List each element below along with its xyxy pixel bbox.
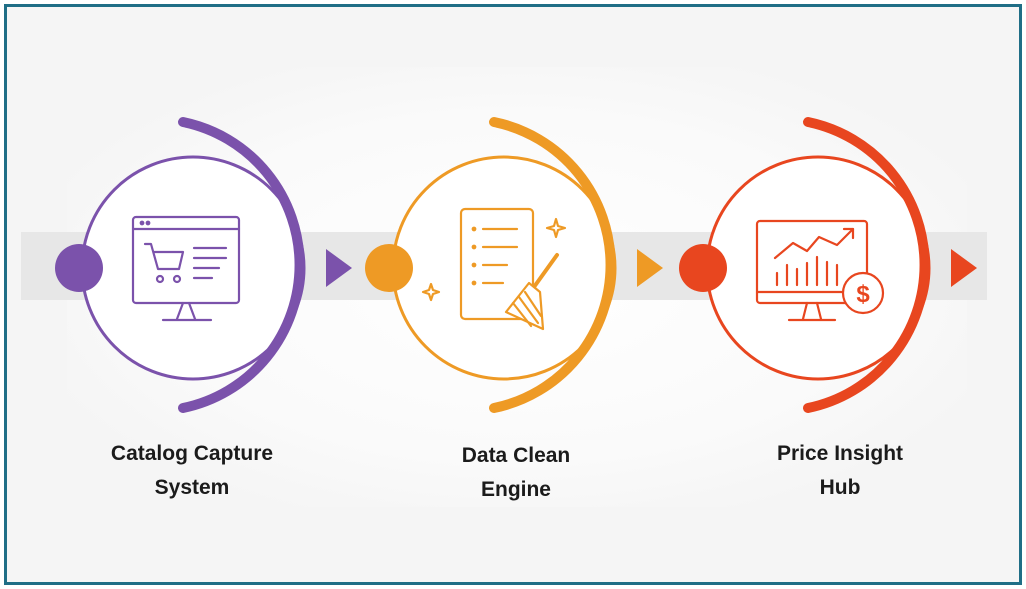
step-3-arrow-tip: [951, 249, 977, 287]
step-1-title-line1: Catalog Capture: [110, 442, 274, 465]
step-1-node-dot: [55, 244, 103, 292]
step-1-title-line2: System: [154, 476, 230, 499]
step-3-node-dot: [679, 244, 727, 292]
step-3-title-line2: Hub: [819, 476, 861, 499]
step-2-title-line1: Data Clean: [461, 444, 571, 467]
step-1: [55, 117, 352, 413]
step-3-label: Price Insight Hub: [720, 437, 960, 505]
step-1-arrow-tip: [326, 249, 352, 287]
step-3-title-line1: Price Insight: [776, 442, 904, 465]
step-2-outer-arc: [489, 117, 616, 413]
step-2: [365, 117, 663, 413]
diagram-frame: $ Catalog Capture System Data Clean Engi…: [4, 4, 1022, 585]
step-1-label: Catalog Capture System: [72, 437, 312, 505]
process-diagram: $: [55, 117, 977, 413]
step-2-arrow-tip: [637, 249, 663, 287]
checklist-broom-icon: [421, 207, 567, 331]
step-2-title-line2: Engine: [480, 478, 551, 501]
step-1-outer-arc: [178, 117, 305, 413]
step-2-node-dot: [365, 244, 413, 292]
dollar-sign-glyph: $: [856, 281, 870, 308]
shopping-cart-monitor-icon: [131, 215, 241, 322]
growth-chart-dollar-icon: [755, 219, 885, 322]
step-3: $: [679, 117, 977, 413]
step-3-outer-arc: [803, 117, 930, 413]
step-2-label: Data Clean Engine: [396, 439, 636, 507]
